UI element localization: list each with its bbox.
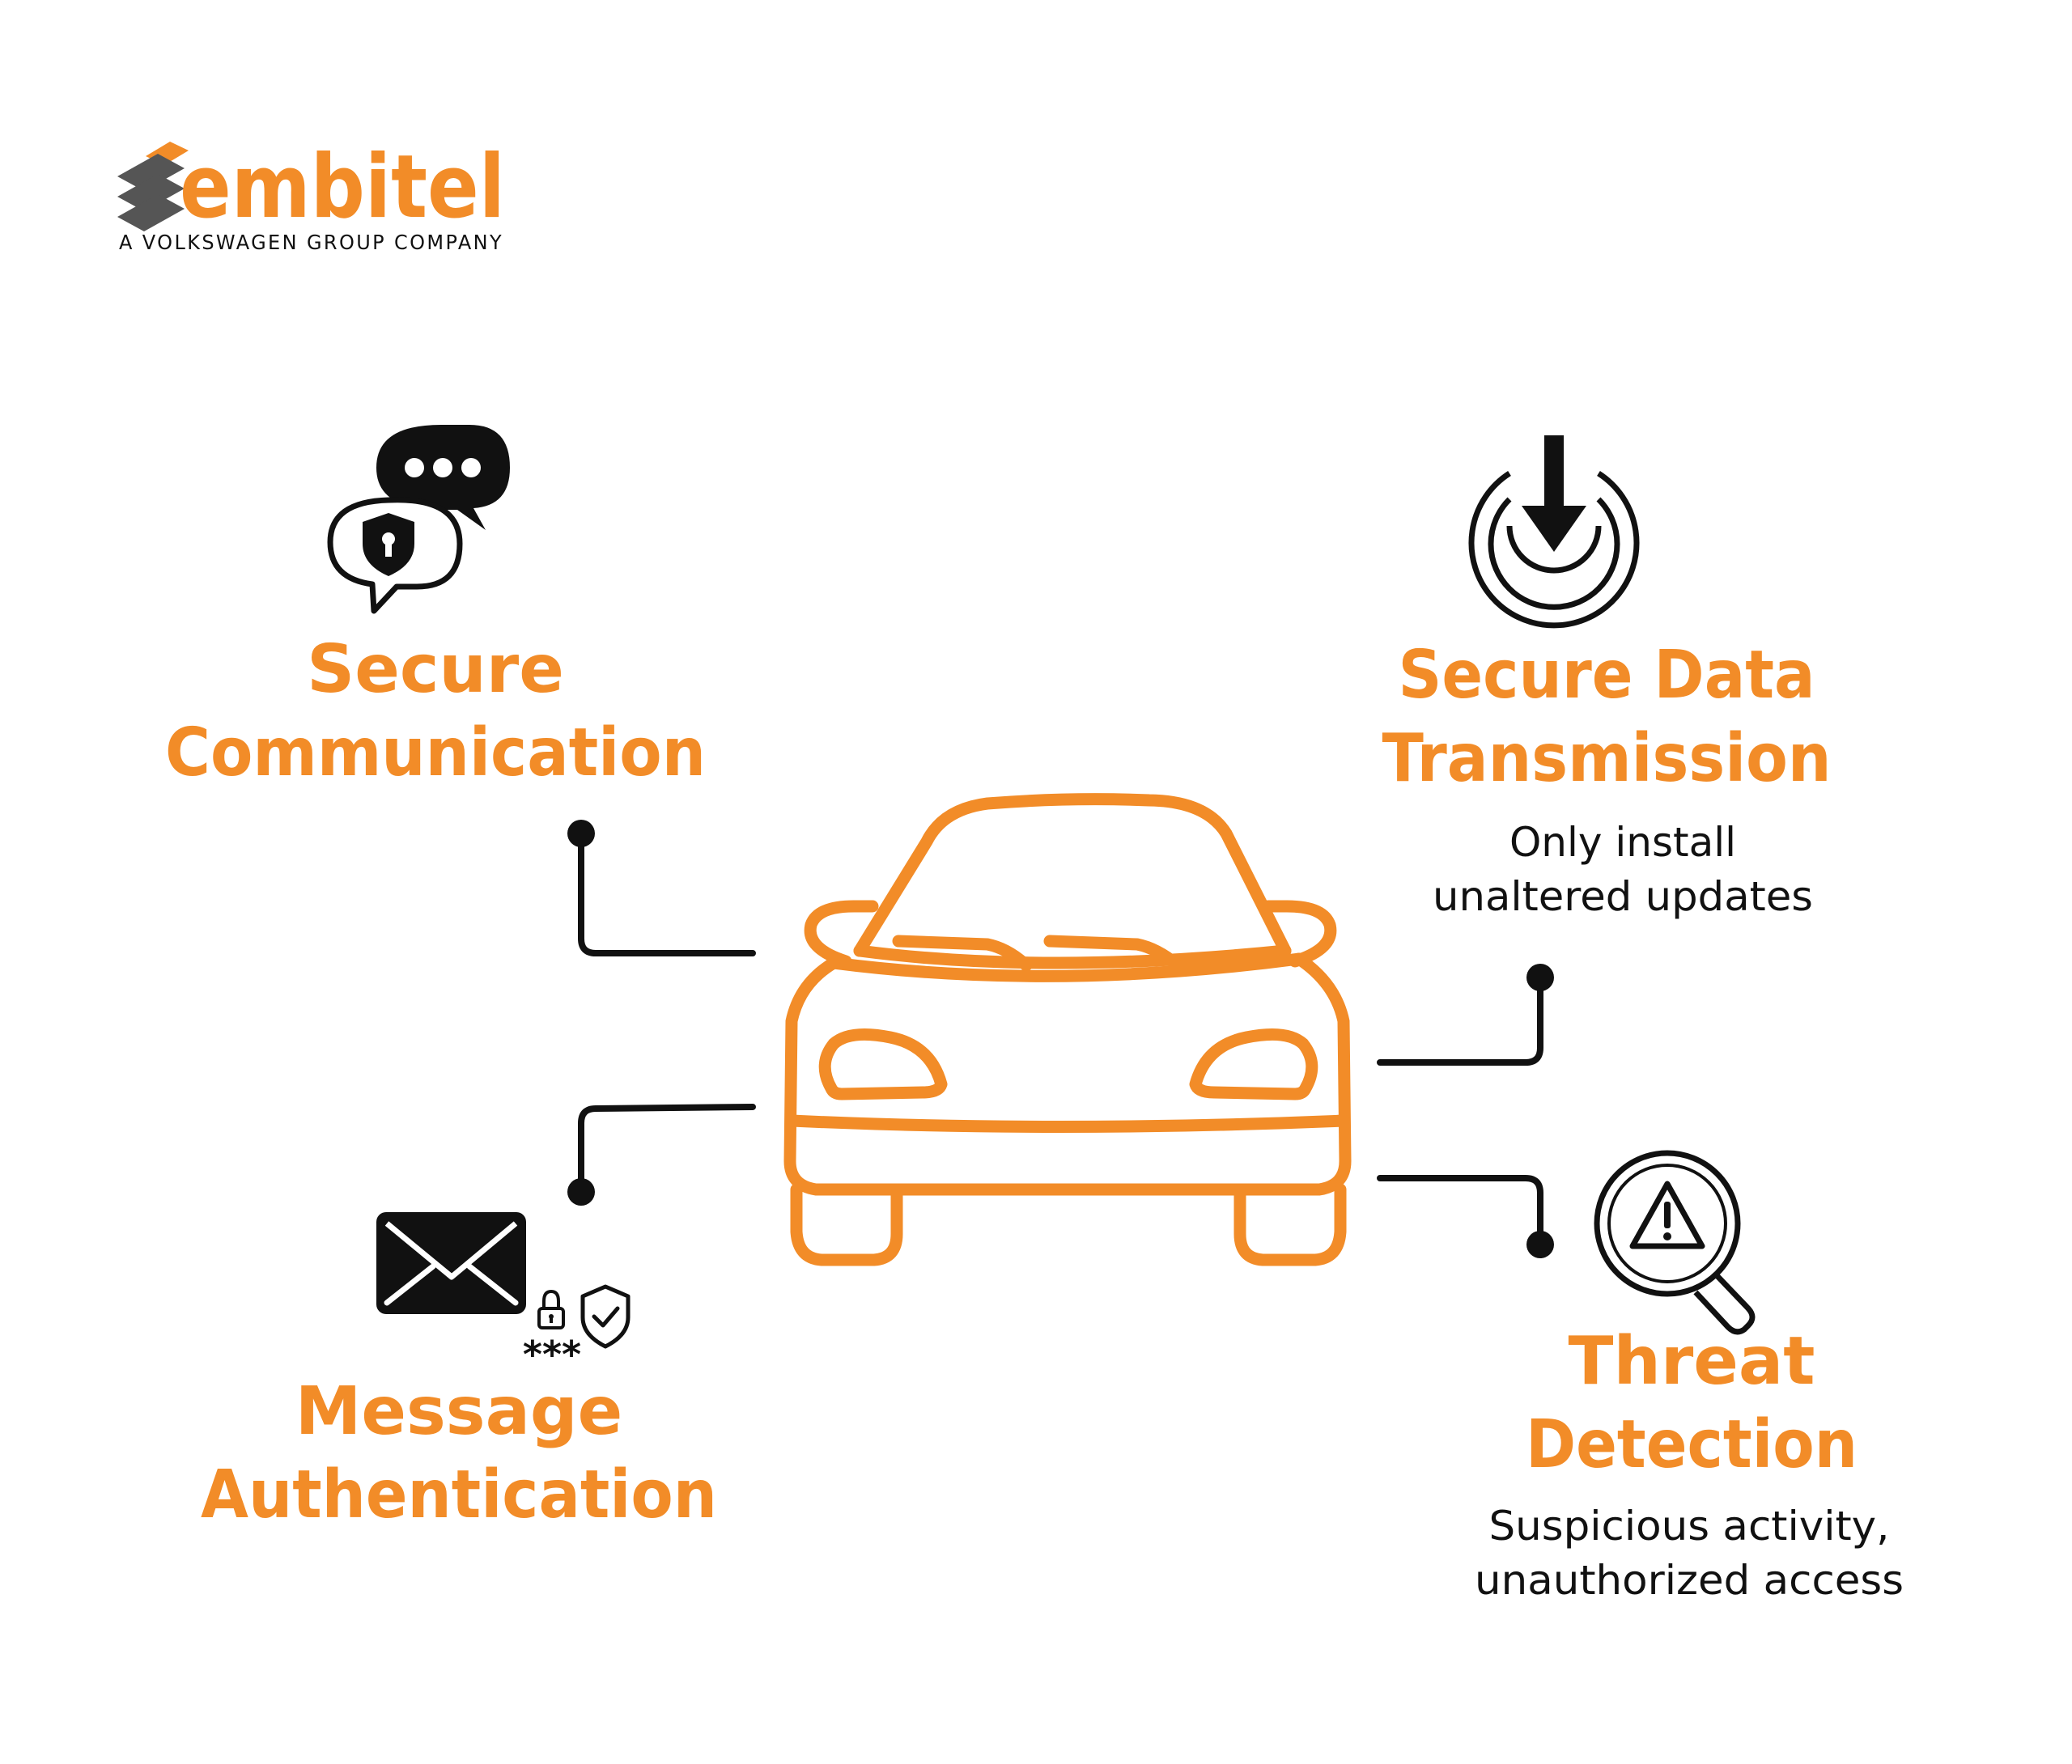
feature-title-line: Communication — [165, 715, 706, 791]
connector-secure-data-transmission — [1377, 964, 1554, 1066]
password-asterisks: *** — [523, 1333, 581, 1376]
company-logo: embitel A VOLKSWAGEN GROUP COMPANY — [117, 137, 505, 254]
feature-description-line: Suspicious activity, — [1489, 1503, 1890, 1550]
feature-title-line: Transmission — [1382, 720, 1832, 797]
feature-title-line: Detection — [1526, 1406, 1858, 1483]
shield-check-icon — [580, 1284, 631, 1349]
power-download-icon — [1468, 435, 1640, 629]
feature-secure-communication: Secure Communication — [165, 631, 706, 791]
feature-title-line: Message — [295, 1373, 622, 1450]
feature-title-line: Secure Data — [1399, 637, 1815, 714]
feature-description-line: Only install — [1509, 819, 1736, 866]
connector-threat-detection — [1377, 1175, 1554, 1258]
logo-tagline: A VOLKSWAGEN GROUP COMPANY — [119, 231, 503, 254]
padlock-icon — [537, 1289, 565, 1329]
connectors — [567, 820, 1554, 1258]
logo-brand-text: embitel — [180, 137, 505, 238]
feature-title-line: Secure — [307, 631, 564, 708]
feature-threat-detection: Threat Detection Suspicious activity, un… — [1475, 1323, 1904, 1604]
feature-title-line: Authentication — [201, 1457, 717, 1533]
feature-secure-data-transmission: Secure Data Transmission Only install un… — [1382, 637, 1832, 920]
connector-message-authentication — [567, 1104, 756, 1206]
feature-title-line: Threat — [1569, 1323, 1815, 1400]
feature-description-line: unauthorized access — [1475, 1557, 1904, 1604]
stacked-chevrons-logo-icon — [117, 142, 189, 231]
feature-message-authentication: Message Authentication — [201, 1373, 717, 1533]
chat-bubbles-shield-icon — [327, 425, 510, 614]
connector-secure-communication — [567, 820, 756, 956]
envelope-lock-shield-icon: *** — [376, 1212, 631, 1376]
magnifier-warning-icon — [1594, 1150, 1756, 1335]
car-front-icon — [783, 793, 1352, 1266]
feature-description-line: unaltered updates — [1433, 873, 1813, 920]
